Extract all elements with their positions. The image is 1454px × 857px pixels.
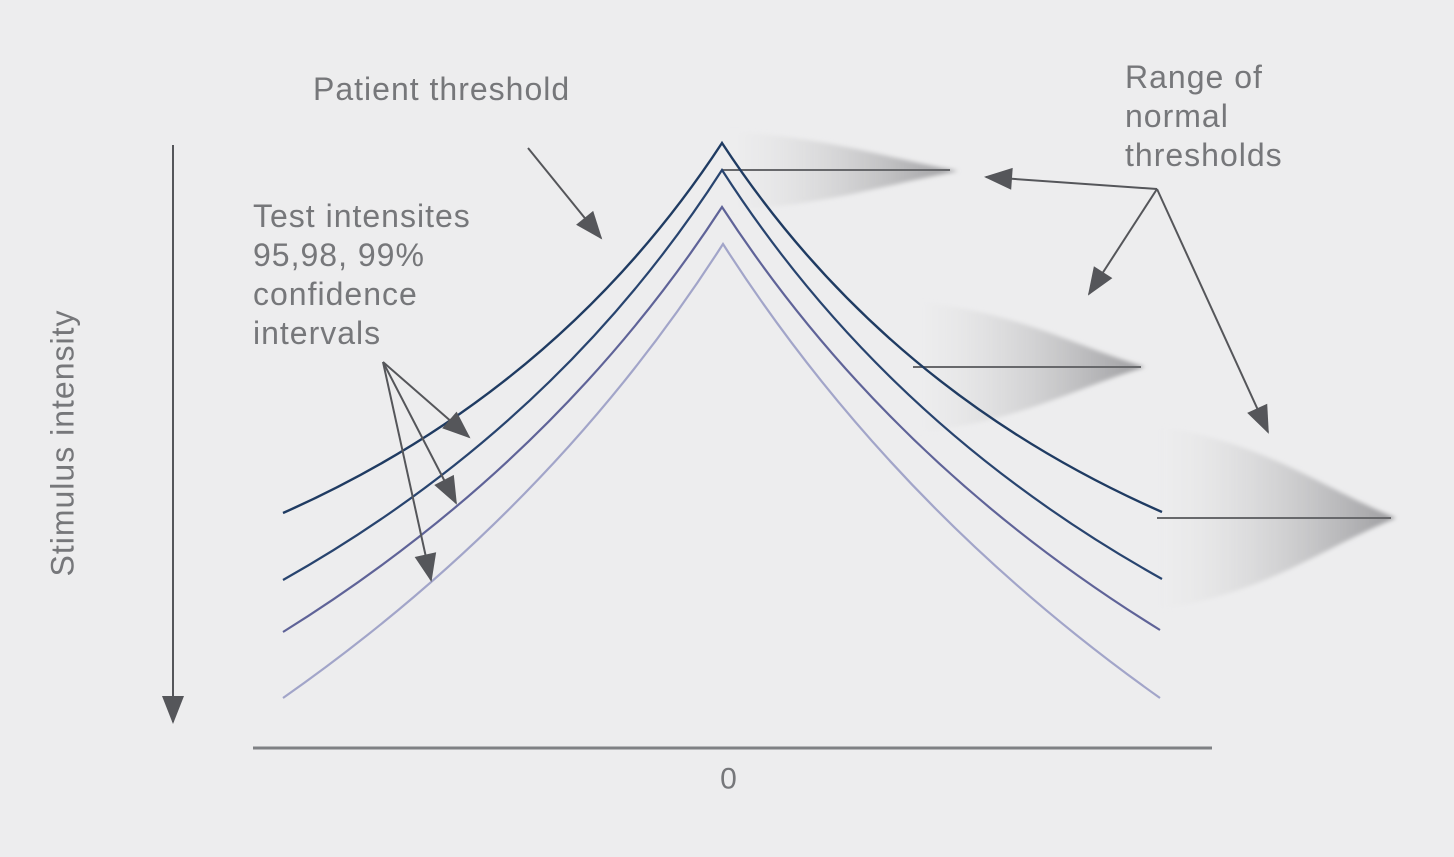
test-intensities-line-2: 95,98, 99% [253,237,425,273]
patient-threshold-arrow [527,147,603,240]
confidence-95-curve [282,167,1163,581]
range-normal-arrow-3 [1156,188,1269,434]
test-intensities-arrow-2 [382,361,457,505]
test-intensities-line-4: intervals [253,315,382,351]
test-intensities-label: Test intensites 95,98, 99% confidence in… [253,197,471,353]
range-of-normal-thresholds-label: Range of normal thresholds [1125,58,1283,175]
stimulus-intensity-axis-label: Stimulus intensity [44,309,81,577]
x-axis-zero-label: 0 [720,762,738,796]
confidence-98-curve [282,204,1161,633]
range-normal-line-1: Range of [1125,59,1263,95]
range-normal-line-2: normal [1125,98,1229,134]
patient-threshold-label: Patient threshold [313,71,571,107]
test-intensities-line-1: Test intensites [253,198,471,234]
confidence-99-curve [282,241,1161,699]
range-normal-line-3: thresholds [1125,137,1283,173]
test-intensities-arrow-3 [382,361,437,582]
test-intensities-arrow-1 [382,361,471,439]
range-normal-arrow-1 [984,167,1158,190]
test-intensities-line-3: confidence [253,276,418,312]
range-normal-arrow-2 [1087,188,1158,296]
